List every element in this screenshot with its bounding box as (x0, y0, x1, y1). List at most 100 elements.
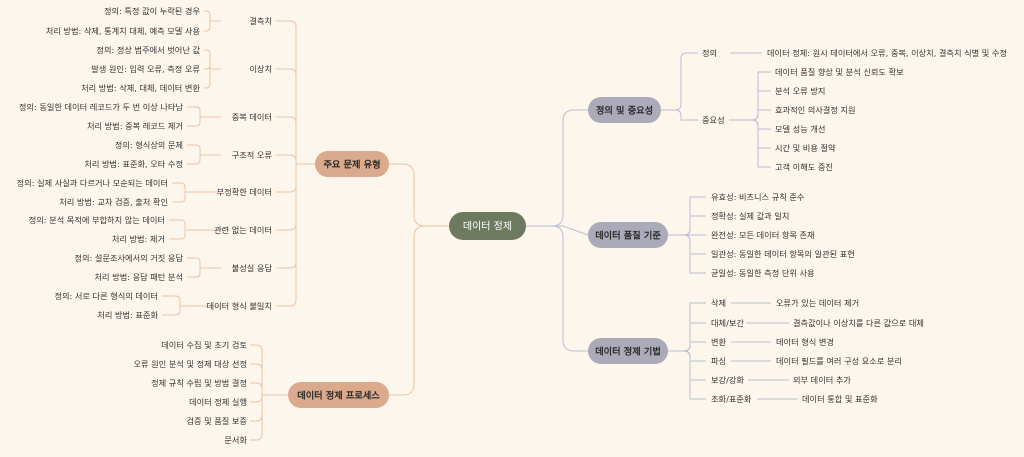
connector-line (729, 71, 771, 121)
detail-item: 발생 원인: 입력 오류, 측정 오류 (91, 64, 200, 74)
sub-duplicate-data[interactable]: 중복 데이터 (232, 112, 272, 122)
connector-line (276, 164, 297, 193)
branch-problem-types[interactable]: 주요 문제 유형 (315, 151, 389, 177)
detail-item: 정의: 정상 범주에서 벗어난 값 (96, 45, 200, 55)
connector-line (276, 68, 297, 164)
connector-line (204, 69, 211, 89)
connector-line (162, 306, 181, 316)
quality-criterion: 유효성: 비즈니스 규칙 준수 (711, 192, 805, 202)
detail-item: 정의: 실제 사실과 다르거나 모순되는 데이터 (17, 178, 168, 188)
detail-item: 정의: 특정 값이 누락된 경우 (104, 6, 200, 16)
connector-line (729, 119, 771, 130)
connector-line (187, 155, 201, 165)
connector-line (187, 117, 201, 127)
connector-line (187, 106, 201, 117)
process-step: 문서화 (224, 435, 247, 445)
branch-box (588, 338, 668, 364)
connector-line (668, 350, 706, 400)
connector-line (250, 382, 263, 395)
connector-line (169, 230, 186, 240)
branch-label: 데이터 정제 프로세스 (297, 390, 380, 402)
sub-missing-values[interactable]: 결측치 (249, 16, 272, 26)
branch-label: 데이터 정제 기법 (595, 346, 661, 358)
detail-item: 효과적인 의사결정 지원 (775, 105, 856, 115)
connector-line (250, 344, 263, 395)
root-node-box (449, 212, 526, 240)
process-step: 검증 및 품질 보증 (186, 416, 247, 426)
detail-item: 데이터 품질 향상 및 분석 신뢰도 확보 (775, 67, 904, 77)
detail-item: 정의: 설문조사에서의 거짓 응답 (75, 253, 184, 263)
branch-box (315, 151, 389, 177)
connector-line (276, 164, 297, 269)
detail-item: 처리 방법: 표준화, 오타 수정 (84, 159, 183, 169)
sub-technique[interactable]: 변환 (711, 337, 727, 347)
connector-line (729, 90, 771, 121)
branch-label: 주요 문제 유형 (323, 159, 380, 171)
connector-line (668, 350, 706, 381)
connector-line (204, 21, 211, 32)
detail-item: 결측값이나 이상치를 다른 값으로 대체 (793, 318, 924, 328)
root-node-label: 데이터 정제 (463, 221, 512, 233)
connector-line (661, 109, 698, 121)
root-node[interactable]: 데이터 정제 (449, 212, 526, 240)
branch-cleaning-techniques[interactable]: 데이터 정제 기법 (588, 338, 668, 364)
quality-criterion: 완전성: 모든 데이터 항목 존재 (711, 230, 815, 240)
connector-line (250, 395, 263, 441)
connector-line (250, 363, 263, 395)
sub-technique[interactable]: 조화/표준화 (711, 394, 752, 404)
connector-line (668, 302, 706, 352)
branch-box (588, 222, 668, 248)
sub-outliers[interactable]: 이상치 (249, 64, 272, 74)
connector-line (169, 219, 186, 230)
connector-line (526, 225, 589, 236)
connector-line (668, 350, 706, 362)
connector-line (668, 215, 706, 236)
connector-line (668, 234, 706, 274)
process-step: 데이터 수집 및 초기 검토 (161, 340, 247, 350)
sub-irrelevant-data[interactable]: 관련 없는 데이터 (214, 225, 272, 235)
connector-line (172, 192, 186, 203)
connector-line (162, 295, 181, 306)
connector-line (276, 116, 297, 164)
detail-item: 분석 오류 방지 (775, 86, 825, 96)
quality-criterion: 정확성: 실제 값과 일치 (711, 211, 789, 221)
connector-line (661, 52, 698, 111)
detail-item: 처리 방법: 응답 패턴 분석 (95, 272, 184, 282)
sub-technique[interactable]: 파싱 (711, 356, 726, 366)
detail-item: 정의: 분석 목적에 부합하지 않는 데이터 (29, 215, 165, 225)
connector-line (204, 64, 211, 70)
connector-line (526, 225, 588, 352)
process-step: 오류 원인 분석 및 정제 대상 선정 (133, 359, 247, 369)
sub-inaccurate-data[interactable]: 부정확한 데이터 (217, 187, 272, 197)
sub-definition[interactable]: 정의 (702, 48, 717, 58)
detail-item: 처리 방법: 삭제, 대체, 데이터 변환 (81, 83, 200, 93)
sub-format-mismatch[interactable]: 데이터 형식 불일치 (207, 301, 272, 311)
quality-criterion: 균일성: 동일한 측정 단위 사용 (711, 268, 815, 278)
detail-item: 처리 방법: 교차 검증, 출처 확인 (59, 197, 168, 207)
branch-definition-importance[interactable]: 정의 및 중요성 (588, 97, 661, 123)
branch-cleaning-process[interactable]: 데이터 정제 프로세스 (288, 382, 389, 408)
branch-box (588, 97, 661, 123)
sub-technique[interactable]: 삭제 (711, 298, 726, 308)
sub-technique[interactable]: 대체/보간 (711, 318, 744, 328)
sub-importance[interactable]: 중요성 (702, 115, 725, 125)
connector-line (276, 154, 297, 164)
sub-insincere-responses[interactable]: 불성실 응답 (232, 263, 273, 273)
connector-line (526, 109, 588, 227)
sub-technique[interactable]: 보강/강화 (711, 375, 744, 385)
branch-quality-criteria[interactable]: 데이터 품질 기준 (588, 222, 668, 248)
connector-line (276, 164, 297, 307)
connector-line (187, 268, 201, 278)
detail-item: 데이터 통합 및 표준화 (802, 394, 878, 404)
sub-structural-errors[interactable]: 구조적 오류 (232, 150, 273, 160)
detail-item: 처리 방법: 삭제, 통계치 대체, 예측 모델 사용 (46, 26, 201, 36)
detail-item: 데이터 정제: 원시 데이터에서 오류, 중복, 이상치, 결측치 식별 및 수… (767, 48, 1007, 58)
connector-line (389, 163, 449, 227)
connector-line (172, 182, 186, 192)
connector-line (276, 164, 297, 231)
quality-criterion: 일관성: 동일한 데이터 항목의 일관된 표현 (711, 249, 855, 259)
connector-line (729, 119, 771, 149)
detail-item: 처리 방법: 중복 레코드 제거 (87, 121, 183, 131)
detail-item: 시간 및 비용 절약 (775, 143, 836, 153)
